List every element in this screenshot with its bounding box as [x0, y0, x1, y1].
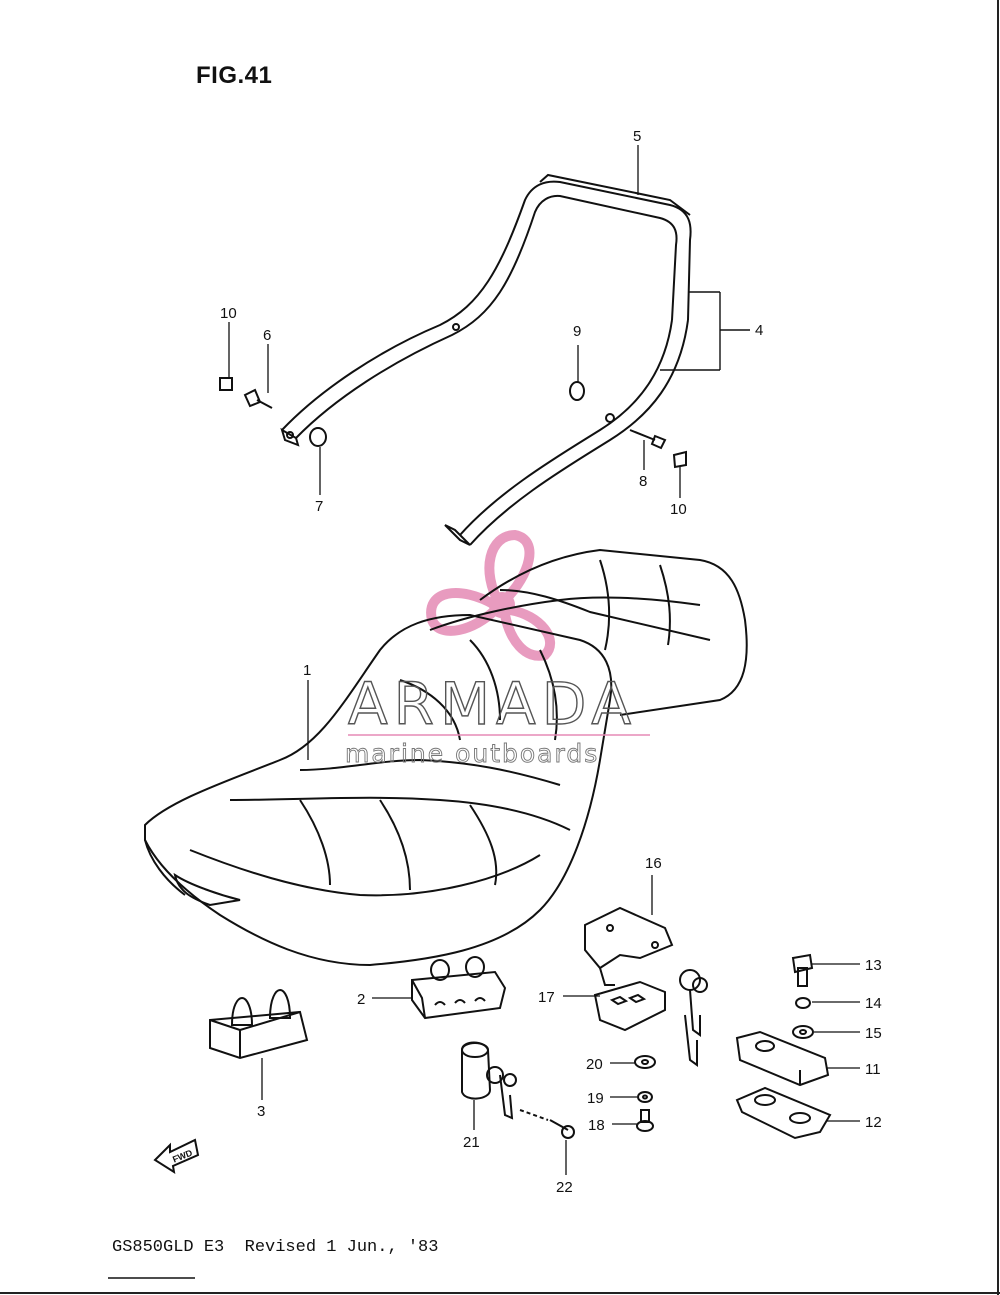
cushion-part-2 [411, 956, 507, 1020]
callout-5: 5 [633, 128, 641, 145]
washer-part-20 [634, 1055, 656, 1069]
figure-title: FIG.41 [196, 62, 273, 89]
callout-15: 15 [865, 1025, 882, 1042]
leader-lines [228, 145, 860, 1175]
footer-revision: GS850GLD E3 Revised 1 Jun., '83 [112, 1238, 439, 1257]
sissy-bar [280, 173, 692, 546]
nut-part-19 [637, 1091, 653, 1103]
washer-part-14 [795, 997, 811, 1009]
callout-12: 12 [865, 1114, 882, 1131]
callout-13: 13 [865, 957, 882, 974]
watermark-brand: ARMADA [348, 670, 637, 738]
watermark-logo-icon [426, 529, 555, 661]
screw-part-22 [519, 1109, 575, 1139]
callout-8: 8 [639, 473, 647, 490]
callout-4: 4 [755, 322, 763, 339]
bolt-part-13 [791, 953, 814, 987]
cushion-part-3 [209, 988, 309, 1060]
callout-19: 19 [587, 1090, 604, 1107]
callout-9: 9 [573, 323, 581, 340]
watermark-tagline: marine outboards [345, 739, 599, 768]
bolt-part-8 [629, 429, 667, 450]
callout-1: 1 [303, 662, 311, 679]
callout-20: 20 [586, 1056, 603, 1073]
callout-10b: 10 [670, 501, 687, 518]
bracket-part-16 [584, 906, 674, 986]
fwd-arrow-icon: FWD [153, 1138, 200, 1175]
nut-part-10a [219, 377, 233, 391]
callout-16: 16 [645, 855, 662, 872]
callout-3: 3 [257, 1103, 265, 1120]
collar-part-9 [569, 381, 585, 401]
plate-part-12 [735, 1086, 832, 1140]
callout-10a: 10 [220, 305, 237, 322]
callout-6: 6 [263, 327, 271, 344]
callout-21: 21 [463, 1134, 480, 1151]
callout-14: 14 [865, 995, 882, 1012]
bracket-part-11 [735, 1030, 830, 1087]
callout-11: 11 [865, 1061, 881, 1078]
bolt-part-6 [243, 388, 273, 409]
bracket-4 [660, 291, 750, 371]
callout-7: 7 [315, 498, 323, 515]
lock-part-21 [461, 1041, 517, 1120]
callout-17: 17 [538, 989, 555, 1006]
callout-2: 2 [357, 991, 365, 1008]
bolt-part-18 [636, 1109, 654, 1132]
collar-part-7 [309, 427, 327, 447]
lock-part-17 [593, 969, 708, 1067]
callout-22: 22 [556, 1179, 573, 1196]
washer-part-15 [792, 1025, 814, 1039]
nut-part-10b [672, 450, 687, 469]
callout-18: 18 [588, 1117, 605, 1134]
